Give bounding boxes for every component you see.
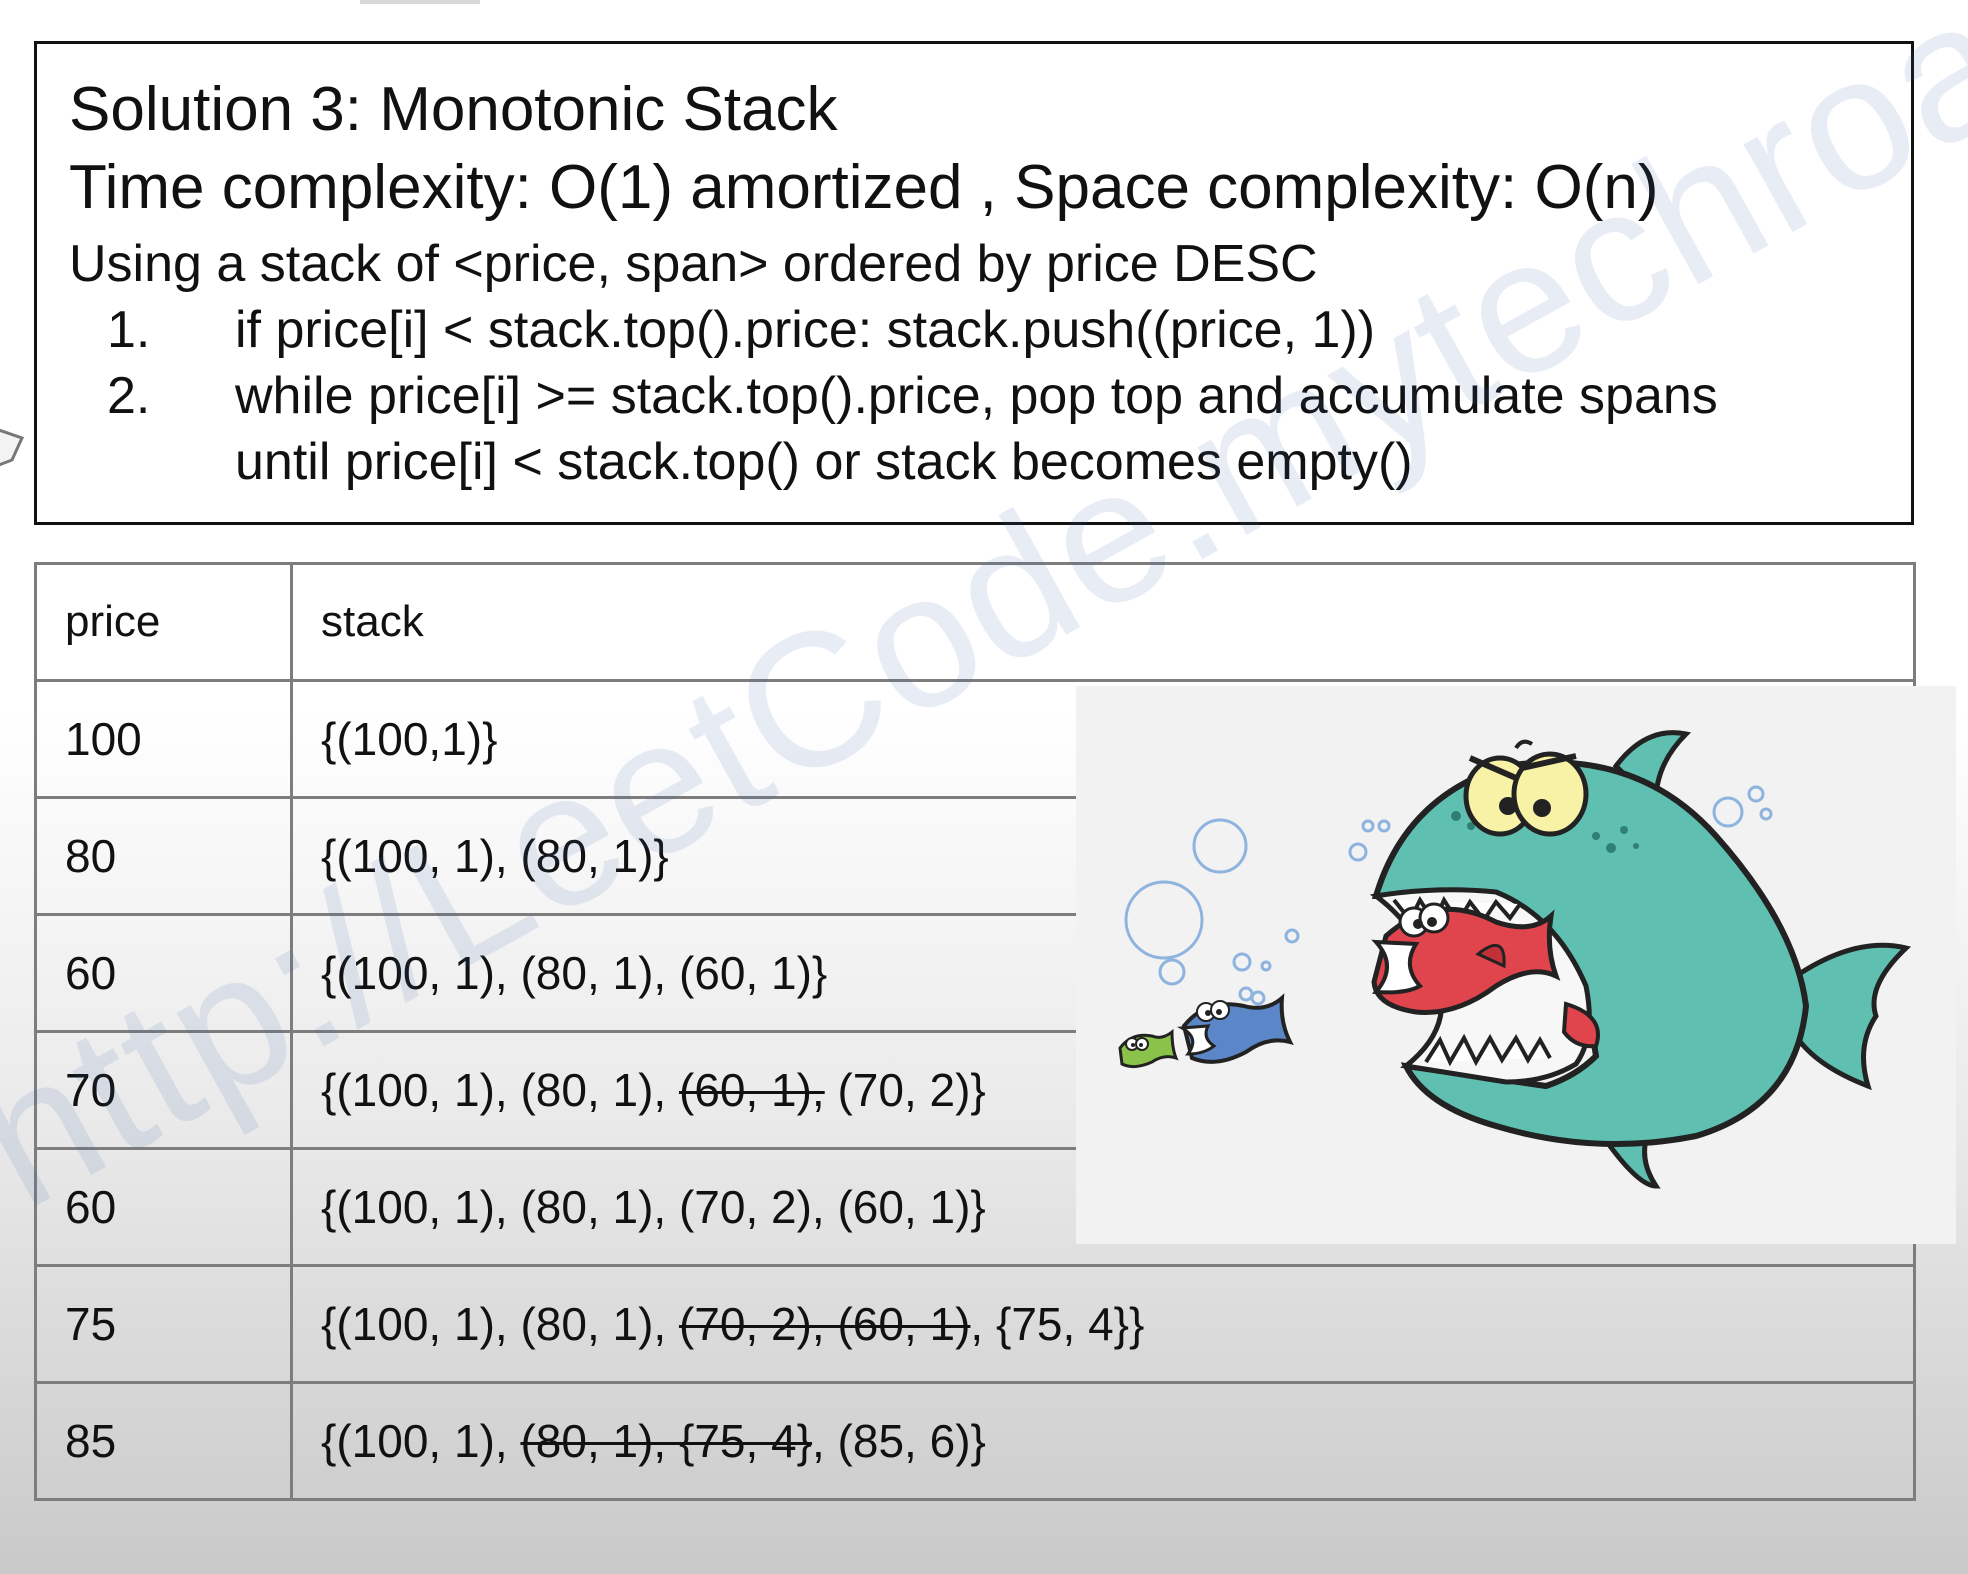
table-header-row: price stack [34,562,1916,682]
complexity-line: Time complexity: O(1) amortized , Space … [69,153,1659,222]
stack-description: Using a stack of <price, span> ordered b… [69,235,1318,293]
fish-illustration-svg [1118,730,1912,1189]
price-cell: 60 [34,1147,293,1267]
big-fish-eats-small-fish-illustration [1076,686,1956,1244]
price-cell: 75 [34,1264,293,1384]
step-2-number: 2. [107,367,151,425]
stack-entries: , {75, 4}} [970,1298,1145,1350]
price-cell: 80 [34,796,293,916]
top-edge-decoration [360,0,480,4]
popped-stack-entries: (80, 1), {75, 4} [520,1415,812,1467]
bubbles-icon [1124,785,1773,1006]
header-stack: stack [290,562,1916,682]
stack-entries: {(100, 1), (80, 1), [321,1298,679,1350]
solution-summary-box: Solution 3: Monotonic Stack Time complex… [34,41,1914,525]
price-cell: 85 [34,1381,293,1501]
header-price: price [34,562,293,682]
stack-trace-table: price stack 100 {(100,1)} 80 {(100, 1), (80… [34,562,1916,1501]
step-2-text: while price[i] >= stack.top().price, pop… [235,367,1718,425]
solution-title: Solution 3: Monotonic Stack [69,75,838,144]
stack-entries: {(100, 1), (80, 1), [321,1064,679,1116]
price-cell: 60 [34,913,293,1033]
stack-entries: {(100, 1), (80, 1), (70, 2), (60, 1)} [321,1181,986,1233]
red-fish-icon [1371,902,1561,1015]
left-edge-decoration [0,428,25,467]
step-2-continuation-text: until price[i] < stack.top() or stack be… [235,433,1413,491]
green-fish-icon [1118,1028,1179,1069]
table-row: 75{(100, 1), (80, 1), (70, 2), (60, 1), … [34,1264,1916,1384]
stack-trace-table-wrapper: price stack 100 {(100,1)} 80 {(100, 1), (80… [34,562,1916,1501]
step-1-text: if price[i] < stack.top().price: stack.p… [235,301,1376,359]
popped-stack-entries: (70, 2), (60, 1) [678,1298,971,1350]
step-1-number: 1. [107,301,151,359]
stack-entries: {(100, 1), [321,1415,521,1467]
stack-entries: {(100,1)} [321,713,498,765]
blue-fish-icon [1176,993,1294,1064]
stack-entries: (70, 2)} [824,1064,986,1116]
price-cell: 100 [34,679,293,799]
table-row: 85{(100, 1), (80, 1), {75, 4}, (85, 6)} [34,1381,1916,1501]
stack-entries: {(100, 1), (80, 1), (60, 1)} [321,947,828,999]
stack-cell: {(100, 1), (80, 1), {75, 4}, (85, 6)} [290,1381,1916,1501]
stack-cell: {(100, 1), (80, 1), (70, 2), (60, 1), {7… [290,1264,1916,1384]
popped-stack-entries: (60, 1), [678,1064,825,1116]
price-cell: 70 [34,1030,293,1150]
stack-entries: , (85, 6)} [812,1415,986,1467]
stack-entries: {(100, 1), (80, 1)} [321,830,669,882]
